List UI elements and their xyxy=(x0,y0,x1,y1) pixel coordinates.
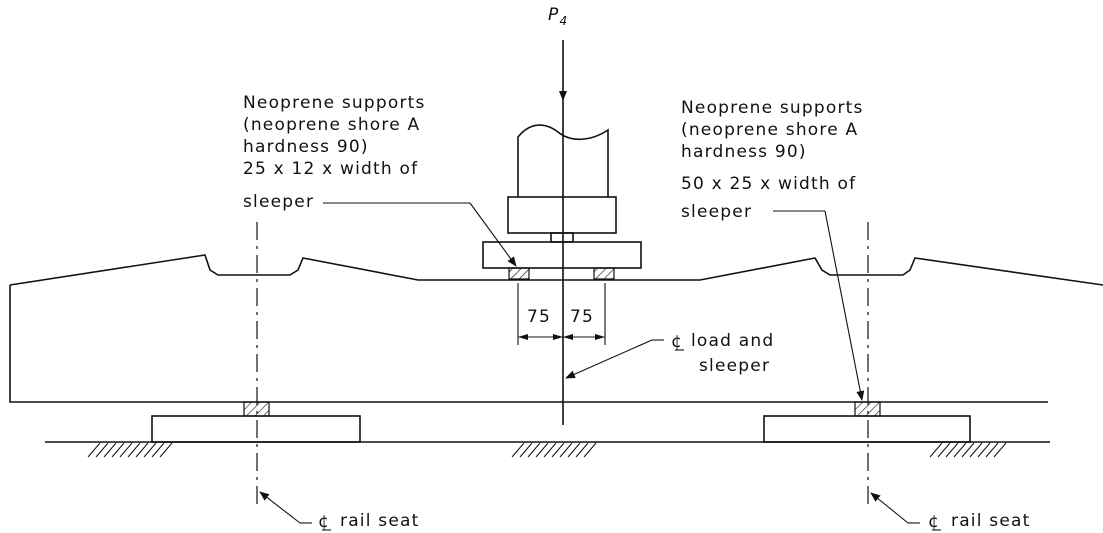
ground-hatching-right xyxy=(929,442,1007,458)
support-block-left xyxy=(151,415,361,443)
callout-left-support: Neoprene supports (neoprene shore A hard… xyxy=(243,93,426,212)
leader-right-support xyxy=(773,210,865,401)
svg-text:sleeper: sleeper xyxy=(243,192,314,212)
leader-center-line xyxy=(565,339,664,379)
loading-ram xyxy=(482,124,642,269)
neoprene-pad-load-left xyxy=(508,267,530,280)
dimension-right: 75 xyxy=(570,307,594,327)
svg-text:¢: ¢ xyxy=(318,512,330,532)
svg-text:¢: ¢ xyxy=(671,332,683,352)
dimension-left: 75 xyxy=(527,307,551,327)
svg-text:50 x 25 x width of: 50 x 25 x width of xyxy=(681,174,856,194)
center-line-label-2: sleeper xyxy=(699,356,770,376)
left-rail-seat-label: rail seat xyxy=(340,511,419,531)
svg-text:25 x 12 x width of: 25 x 12 x width of xyxy=(243,159,418,179)
center-line-label-1: load and xyxy=(691,331,774,351)
svg-text:Neoprene supports: Neoprene supports xyxy=(243,93,426,113)
dimension-group xyxy=(517,283,606,345)
svg-text:(neoprene shore A: (neoprene shore A xyxy=(681,120,858,140)
neoprene-pad-load-right xyxy=(593,267,615,280)
callout-right-support: Neoprene supports (neoprene shore A hard… xyxy=(681,98,864,222)
leader-right-rail-seat xyxy=(870,492,920,524)
svg-text:Neoprene supports: Neoprene supports xyxy=(681,98,864,118)
load-label: P4 xyxy=(548,5,568,28)
neoprene-support-left xyxy=(243,401,270,417)
leader-left-rail-seat xyxy=(259,491,312,524)
support-block-right xyxy=(763,415,971,443)
svg-text:¢: ¢ xyxy=(928,512,940,532)
svg-text:sleeper: sleeper xyxy=(681,202,752,222)
neoprene-support-right xyxy=(854,401,881,417)
leader-left-support xyxy=(323,202,517,267)
svg-text:hardness 90): hardness 90) xyxy=(243,137,369,157)
centerline-symbol-icon: ¢ xyxy=(928,512,941,532)
ground-hatching-left xyxy=(87,442,173,458)
sleeper-outline xyxy=(9,254,1103,403)
svg-text:hardness 90): hardness 90) xyxy=(681,142,807,162)
centerline-symbol-icon: ¢ xyxy=(318,512,331,532)
svg-text:(neoprene shore A: (neoprene shore A xyxy=(243,115,420,135)
centerline-symbol-icon: ¢ xyxy=(671,332,684,352)
ground-hatching-center xyxy=(511,442,597,458)
right-rail-seat-label: rail seat xyxy=(951,511,1030,531)
